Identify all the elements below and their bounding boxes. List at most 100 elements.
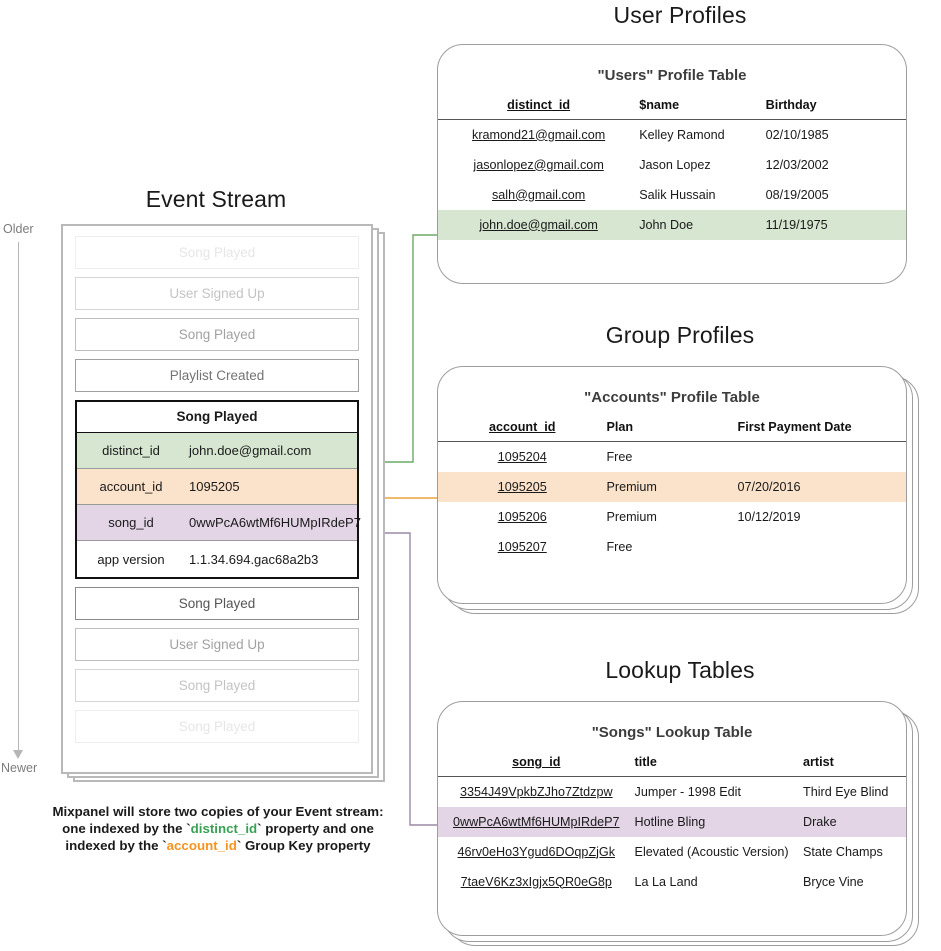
caption-line-3-b: ` Group Key property: [236, 838, 371, 853]
column-header: Birthday: [765, 96, 906, 120]
stream-caption: Mixpanel will store two copies of your E…: [28, 803, 408, 854]
caption-line-3: indexed by the `account_id` Group Key pr…: [28, 837, 408, 854]
table-cell-key: kramond21@gmail.com: [472, 127, 606, 142]
event-row-label: User Signed Up: [169, 286, 265, 301]
table-cell: Jason Lopez: [639, 157, 711, 172]
axis-label-newer: Newer: [1, 761, 38, 775]
table-cell: John Doe: [639, 209, 766, 240]
table-cell-key: 3354J49VpkbZJho7Ztdzpw: [459, 784, 613, 799]
table-cell: 11/19/1975: [765, 209, 906, 240]
table-cell-key: 1095205: [438, 471, 607, 502]
event-row-label: Song Played: [178, 596, 256, 611]
column-header: title: [634, 753, 804, 777]
table-cell: [738, 442, 907, 472]
column-header: account_id: [438, 418, 607, 442]
accounts-table-title: "Accounts" Profile Table: [584, 389, 760, 406]
event-row[interactable]: User Signed Up: [75, 628, 359, 661]
event-property-row: account_id 1095205: [77, 469, 357, 505]
table-cell: Jumper - 1998 Edit: [634, 784, 741, 799]
table-row[interactable]: 1095206 Premium 10/12/2019: [438, 502, 906, 532]
down-arrow-icon: [13, 750, 23, 759]
table-cell-key: 46rv0eHo3Ygud6DOqpZjGk: [457, 844, 616, 859]
caption-line-2-a: one indexed by the `: [62, 821, 191, 836]
group-profiles-title: Group Profiles: [605, 322, 755, 348]
column-header: $name: [639, 96, 766, 120]
caption-distinct-id-key: distinct_id: [190, 821, 258, 836]
table-cell: Bryce Vine: [803, 874, 864, 889]
event-row-label: Song Played: [178, 678, 256, 693]
time-axis-line: [18, 242, 19, 754]
table-cell: Premium: [606, 509, 657, 524]
event-row[interactable]: Song Played: [75, 587, 359, 620]
event-row-label: Song Played: [178, 719, 256, 734]
event-row-label: Song Played: [178, 327, 256, 342]
event-property-key: account_id: [99, 479, 163, 494]
event-row-label: Playlist Created: [169, 368, 265, 383]
event-row[interactable]: Song Played: [75, 710, 359, 743]
event-property-value: 0wwPcA6wtMf6HUMpIRdeP7: [189, 515, 361, 530]
table-cell: Free: [606, 539, 633, 554]
event-property-value: 1.1.34.694.gac68a2b3: [189, 551, 319, 567]
event-property-row: app version 1.1.34.694.gac68a2b3: [77, 541, 357, 577]
column-header: distinct_id: [438, 96, 640, 120]
table-row[interactable]: jasonlopez@gmail.com Jason Lopez 12/03/200…: [438, 150, 906, 180]
table-cell-key: 0wwPcA6wtMf6HUMpIRdeP7: [438, 806, 635, 837]
table-cell: 10/12/2019: [737, 509, 801, 524]
table-row[interactable]: 3354J49VpkbZJho7Ztdzpw Jumper - 1998 Edit…: [438, 777, 906, 807]
column-header: artist: [803, 753, 906, 777]
caption-account-id-key: account_id: [166, 838, 237, 853]
songs-table-title: "Songs" Lookup Table: [591, 724, 753, 741]
users-table-title: "Users" Profile Table: [597, 67, 747, 84]
table-cell-key: john.doe@gmail.com: [438, 209, 640, 240]
event-row-label: Song Played: [178, 245, 256, 260]
table-cell-key: 1095206: [497, 509, 547, 524]
caption-line-3-a: indexed by the `: [65, 838, 167, 853]
event-property-key: app version: [97, 551, 165, 567]
table-cell: Hotline Bling: [634, 806, 804, 837]
table-cell: Drake: [803, 806, 906, 837]
event-row[interactable]: Song Played: [75, 236, 359, 269]
user-profiles-title: User Profiles: [613, 2, 747, 28]
event-row[interactable]: Song Played: [75, 669, 359, 702]
event-property-row: song_id 0wwPcA6wtMf6HUMpIRdeP7: [77, 505, 361, 541]
event-stream-title: Event Stream: [145, 186, 287, 212]
event-row[interactable]: Song Played: [75, 318, 359, 351]
event-property-key: distinct_id: [102, 443, 160, 458]
table-cell-key: salh@gmail.com: [491, 187, 586, 202]
event-property-value: 1095205: [189, 479, 240, 494]
lookup-tables-title: Lookup Tables: [605, 657, 755, 683]
table-cell: Premium: [606, 471, 738, 502]
event-property-key: song_id: [108, 515, 154, 530]
table-cell: 12/03/2002: [765, 157, 829, 172]
column-header: First Payment Date: [737, 418, 906, 442]
caption-line-2-b: ` property and one: [257, 821, 374, 836]
event-row[interactable]: Playlist Created: [75, 359, 359, 392]
focused-event-name: Song Played: [77, 402, 357, 433]
event-row[interactable]: User Signed Up: [75, 277, 359, 310]
table-cell: Free: [606, 449, 633, 464]
table-cell-key: jasonlopez@gmail.com: [473, 157, 604, 172]
